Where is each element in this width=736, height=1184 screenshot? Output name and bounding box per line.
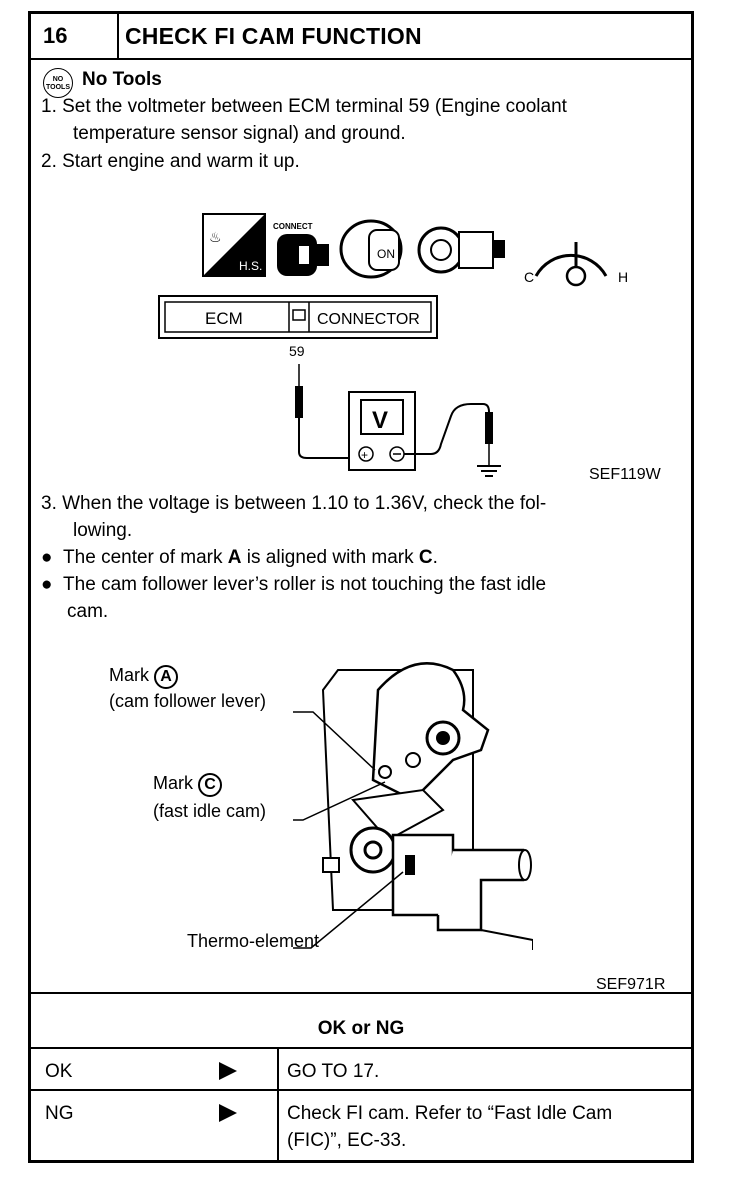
hs-label: H.S. [239, 259, 262, 273]
bullet-2-line-2: cam. [67, 601, 109, 622]
result-divider-mid [31, 1047, 691, 1049]
bullet-1-mid: is aligned with mark [241, 547, 419, 568]
mark-a-circle: A [154, 665, 179, 689]
temperature-gauge-icon: C H [524, 242, 628, 287]
meter-label: V [372, 407, 388, 434]
result-divider-row [31, 1089, 691, 1091]
ok-arrow-icon [219, 1062, 237, 1080]
result-heading: OK or NG [317, 1018, 405, 1039]
ng-arrow-icon [219, 1104, 237, 1122]
engine-icon [417, 226, 505, 274]
step-1-line-1: 1. Set the voltmeter between ECM termina… [41, 96, 567, 117]
on-label: ON [377, 247, 395, 261]
bullet-2: ● The cam follower lever’s roller is not… [41, 571, 546, 598]
bullet-dot: ● [41, 574, 64, 595]
gauge-cold-label: C [524, 269, 534, 285]
step-1-line-2: temperature sensor signal) and ground. [73, 123, 406, 144]
mark-a-text: Mark [109, 665, 149, 685]
step-2: 2. Start engine and warm it up. [41, 151, 300, 172]
mark-c-circle: C [198, 773, 223, 797]
mark-c-text: Mark [153, 773, 193, 793]
bullet-1-text: The center of mark [63, 547, 228, 568]
step-header: 16 CHECK FI CAM FUNCTION [31, 14, 691, 60]
thermo-element-label: Thermo-element [187, 931, 320, 951]
step-3-line-1: 3. When the voltage is between 1.10 to 1… [41, 493, 547, 514]
bullet-2-text: The cam follower lever’s roller is not t… [63, 574, 547, 595]
step-3-line-2: lowing. [73, 520, 133, 541]
result-column-divider [277, 1049, 279, 1163]
no-tools-icon: NO TOOLS [43, 68, 73, 98]
fi-cam-diagram [293, 662, 533, 950]
bullet-1: ● The center of mark A is aligned with m… [41, 544, 438, 571]
figure-1-code: SEF119W [589, 466, 661, 483]
hot-start-icon: ♨ H.S. [202, 213, 266, 277]
mark-a-label: Mark A [109, 662, 179, 689]
mark-c-label: Mark C [153, 770, 223, 797]
ok-status: OK [45, 1061, 73, 1082]
step-number: 16 [31, 14, 119, 58]
svg-text:+: + [361, 448, 368, 462]
ground-symbol [477, 465, 501, 477]
connector-label: CONNECTOR [317, 311, 420, 328]
gauge-hot-label: H [618, 269, 628, 285]
bullet-dot: ● [41, 547, 64, 568]
mark-a-description: (cam follower lever) [109, 691, 267, 711]
mark-c-description: (fast idle cam) [153, 801, 267, 821]
ecm-connector: ECM CONNECTOR 59 [158, 295, 438, 359]
voltmeter: V + [348, 391, 416, 471]
figure-2-code: SEF971R [596, 976, 666, 993]
ok-action: GO TO 17. [287, 1061, 380, 1082]
procedure-box: 16 CHECK FI CAM FUNCTION NO TOOLS No Too… [28, 11, 694, 1163]
result-divider-top [31, 992, 691, 994]
no-tools-label: No Tools [82, 69, 162, 90]
ng-action-line-2: (FIC)”, EC-33. [287, 1130, 407, 1151]
ecm-label: ECM [205, 309, 243, 328]
svg-text:♨: ♨ [209, 229, 222, 245]
bullet-1-end: . [432, 547, 438, 568]
connector-icon: CONNECT [273, 222, 329, 276]
ng-action-line-1: Check FI cam. Refer to “Fast Idle Cam [287, 1103, 613, 1124]
voltmeter-diagram: ♨ H.S. CONNECT ON C H [158, 213, 628, 477]
connect-label: CONNECT [273, 222, 313, 231]
mark-c-ref: C [418, 547, 433, 568]
step-title: CHECK FI CAM FUNCTION [125, 23, 422, 49]
terminal-label: 59 [289, 343, 305, 359]
ng-status: NG [45, 1103, 74, 1124]
mark-a-ref: A [227, 547, 242, 568]
ignition-key-icon: ON [339, 219, 403, 279]
